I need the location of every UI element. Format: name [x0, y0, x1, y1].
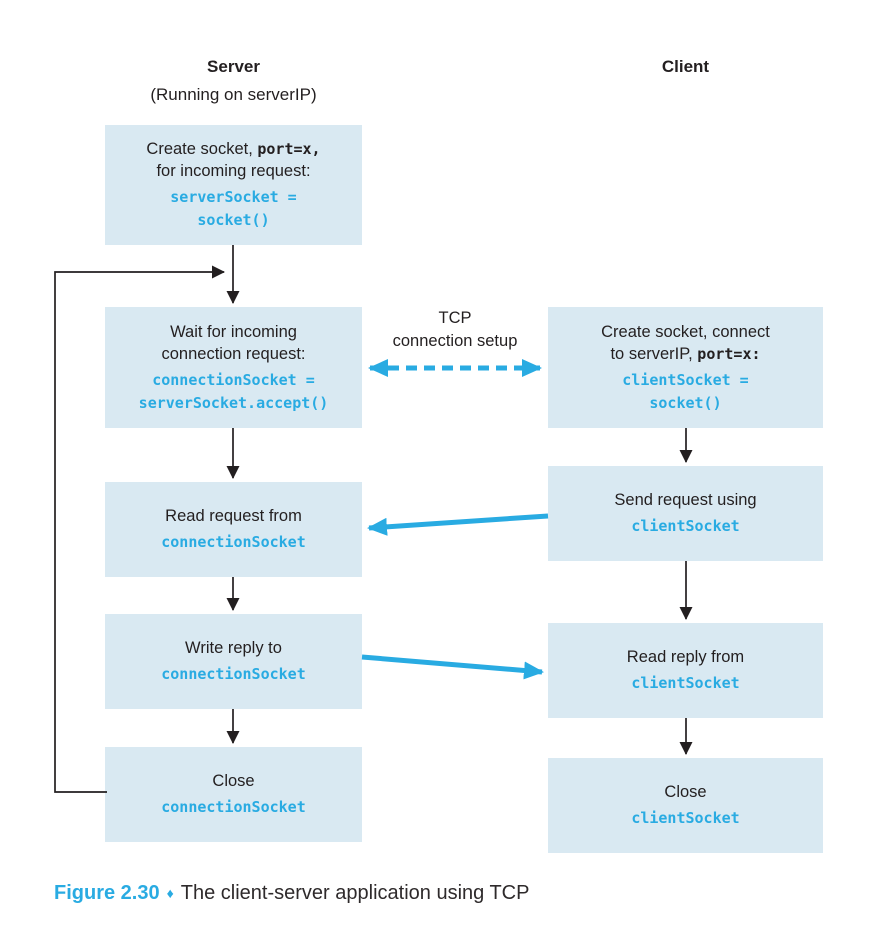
client-send-label: Send request using	[614, 491, 757, 509]
server-create-code: serverSocket = socket()	[170, 188, 297, 229]
server-wait-box: Wait for incoming connection request: co…	[105, 307, 362, 428]
client-send-request-box: Send request using clientSocket	[548, 466, 823, 561]
server-create-label-2: for incoming request:	[156, 162, 311, 180]
client-read-label: Read reply from	[626, 648, 745, 666]
server-write-label: Write reply to	[185, 639, 282, 657]
server-write-code: connectionSocket	[161, 665, 306, 683]
server-create-socket-box: Create socket, port=x, for incoming requ…	[105, 125, 362, 245]
figure-number: Figure 2.30	[54, 882, 160, 904]
server-create-label: Create socket, port=x,	[146, 140, 321, 158]
server-title: Server	[207, 57, 260, 76]
diamond-icon: ♦	[166, 885, 174, 901]
server-wait-code: connectionSocket = serverSocket.accept()	[138, 370, 329, 412]
server-read-label: Read request from	[165, 507, 302, 525]
client-create-label-1: Create socket, connect	[601, 322, 770, 341]
server-read-request-box: Read request from connectionSocket	[105, 482, 362, 577]
server-column-header: Server (Running on serverIP)	[105, 53, 362, 109]
client-read-code: clientSocket	[631, 674, 740, 692]
server-subtitle: (Running on serverIP)	[150, 85, 317, 104]
figure-caption: Figure 2.30 ♦ The client-server applicatio…	[54, 882, 529, 905]
client-send-code: clientSocket	[631, 517, 740, 535]
client-title: Client	[661, 57, 710, 76]
figure-caption-text: The client-server application using TCP	[180, 882, 530, 904]
tcp-connection-setup-label: TCP connection setup	[392, 309, 518, 350]
reply-arrow	[361, 654, 544, 680]
client-create-label-2: to serverIP, port=x:	[610, 344, 761, 363]
client-close-box: Close clientSocket	[548, 758, 823, 853]
client-create-socket-box: Create socket, connect to serverIP, port…	[548, 307, 823, 428]
server-read-code: connectionSocket	[161, 533, 306, 551]
server-close-code: connectionSocket	[161, 798, 306, 816]
server-close-box: Close connectionSocket	[105, 747, 362, 842]
client-read-reply-box: Read reply from clientSocket	[548, 623, 823, 718]
request-arrow	[367, 513, 549, 536]
client-close-code: clientSocket	[631, 809, 740, 827]
server-wait-label-2: connection request:	[161, 344, 306, 363]
server-write-reply-box: Write reply to connectionSocket	[105, 614, 362, 709]
server-close-label: Close	[212, 772, 255, 790]
client-column-header: Client	[548, 53, 823, 81]
server-wait-label-1: Wait for incoming	[170, 322, 297, 341]
client-close-label: Close	[664, 783, 707, 801]
client-create-code: clientSocket = socket()	[622, 370, 749, 412]
